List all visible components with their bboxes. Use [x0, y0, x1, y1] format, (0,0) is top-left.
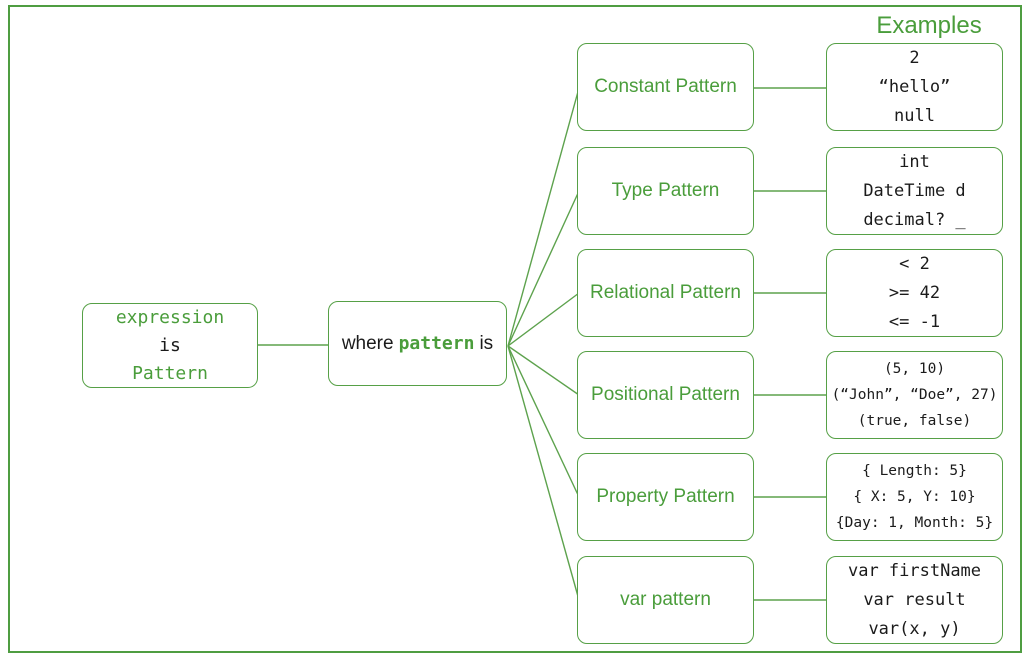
example-line: decimal? _ — [863, 209, 966, 230]
is-text: is — [479, 332, 494, 354]
expression-keyword: expression — [115, 306, 225, 328]
pattern-box-type: Type Pattern — [577, 147, 754, 235]
example-line: var(x, y) — [868, 618, 961, 639]
example-line: var firstName — [847, 560, 982, 581]
pattern-highlight: pattern — [398, 333, 475, 354]
example-line: DateTime d — [863, 180, 966, 201]
pattern-label: Relational Pattern — [589, 282, 742, 303]
example-line: 2 — [909, 47, 920, 68]
pattern-label: var pattern — [620, 589, 711, 610]
pattern-box-constant: Constant Pattern — [577, 43, 754, 131]
example-line: int — [899, 151, 930, 172]
pattern-label: Constant Pattern — [594, 76, 737, 97]
expression-is-pattern-box: expression is Pattern — [82, 303, 258, 388]
example-line: >= 42 — [888, 282, 941, 303]
example-line: { X: 5, Y: 10} — [853, 489, 976, 505]
example-line: (true, false) — [857, 413, 972, 429]
pattern-box-positional: Positional Pattern — [577, 351, 754, 439]
example-box-type: int DateTime d decimal? _ — [826, 147, 1003, 235]
pattern-box-var: var pattern — [577, 556, 754, 644]
pattern-label: Property Pattern — [596, 486, 735, 507]
example-line: < 2 — [899, 253, 930, 274]
example-box-constant: 2 “hello” null — [826, 43, 1003, 131]
pattern-keyword: Pattern — [132, 362, 208, 384]
example-box-relational: < 2 >= 42 <= -1 — [826, 249, 1003, 337]
example-line: { Length: 5} — [862, 463, 967, 479]
example-line: “hello” — [878, 76, 951, 97]
where-text: where — [341, 332, 394, 354]
pattern-label: Type Pattern — [611, 180, 720, 201]
pattern-label: Positional Pattern — [591, 384, 740, 405]
pattern-box-relational: Relational Pattern — [577, 249, 754, 337]
example-box-property: { Length: 5} { X: 5, Y: 10} {Day: 1, Mon… — [826, 453, 1003, 541]
is-keyword: is — [159, 334, 181, 356]
diagram-outer-border — [8, 5, 1022, 653]
example-line: <= -1 — [888, 311, 941, 332]
examples-column-title: Examples — [876, 12, 982, 39]
example-line: null — [894, 105, 935, 126]
example-box-var: var firstName var result var(x, y) — [826, 556, 1003, 644]
example-line: var result — [863, 589, 966, 610]
where-pattern-is-box: where pattern is — [328, 301, 507, 386]
example-line: (5, 10) — [883, 361, 946, 377]
pattern-box-property: Property Pattern — [577, 453, 754, 541]
example-line: {Day: 1, Month: 5} — [835, 515, 994, 531]
example-box-positional: (5, 10) (“John”, “Doe”, 27) (true, false… — [826, 351, 1003, 439]
example-line: (“John”, “Doe”, 27) — [831, 387, 998, 403]
